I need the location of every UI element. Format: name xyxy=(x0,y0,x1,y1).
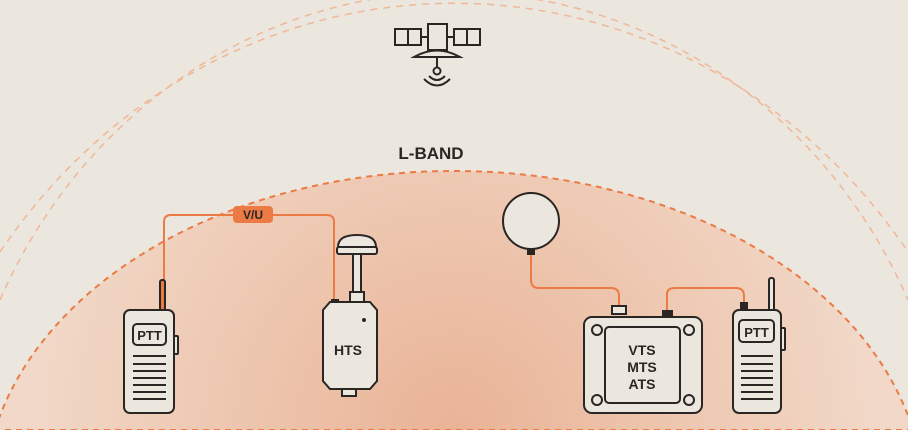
radio-handset-icon: PTT xyxy=(123,279,179,414)
terminal-box-icon: VTS MTS ATS xyxy=(583,305,703,414)
terminal-label-ats: ATS xyxy=(629,376,656,392)
terminal-label-mts: MTS xyxy=(627,359,657,375)
link-badge: V/U xyxy=(233,206,273,223)
terminal-to-handset-link xyxy=(666,287,745,312)
coverage-label: L-BAND xyxy=(398,144,463,163)
dome-to-terminal-link xyxy=(530,250,620,310)
hts-label: HTS xyxy=(334,342,362,358)
satellite-icon xyxy=(394,23,481,87)
terminal-label-vts: VTS xyxy=(628,342,655,358)
middle-coverage-arc xyxy=(0,0,908,301)
svg-text:V/U: V/U xyxy=(243,208,263,222)
right-handset-ptt-label: PTT xyxy=(744,325,769,340)
outer-coverage-arc xyxy=(0,2,908,253)
radio-handset-icon: PTT xyxy=(732,277,786,414)
satellite-dome-antenna xyxy=(502,192,560,255)
hts-unit: HTS xyxy=(322,233,378,397)
left-handset-ptt-label: PTT xyxy=(137,328,162,343)
antenna-dome-icon xyxy=(336,233,378,303)
